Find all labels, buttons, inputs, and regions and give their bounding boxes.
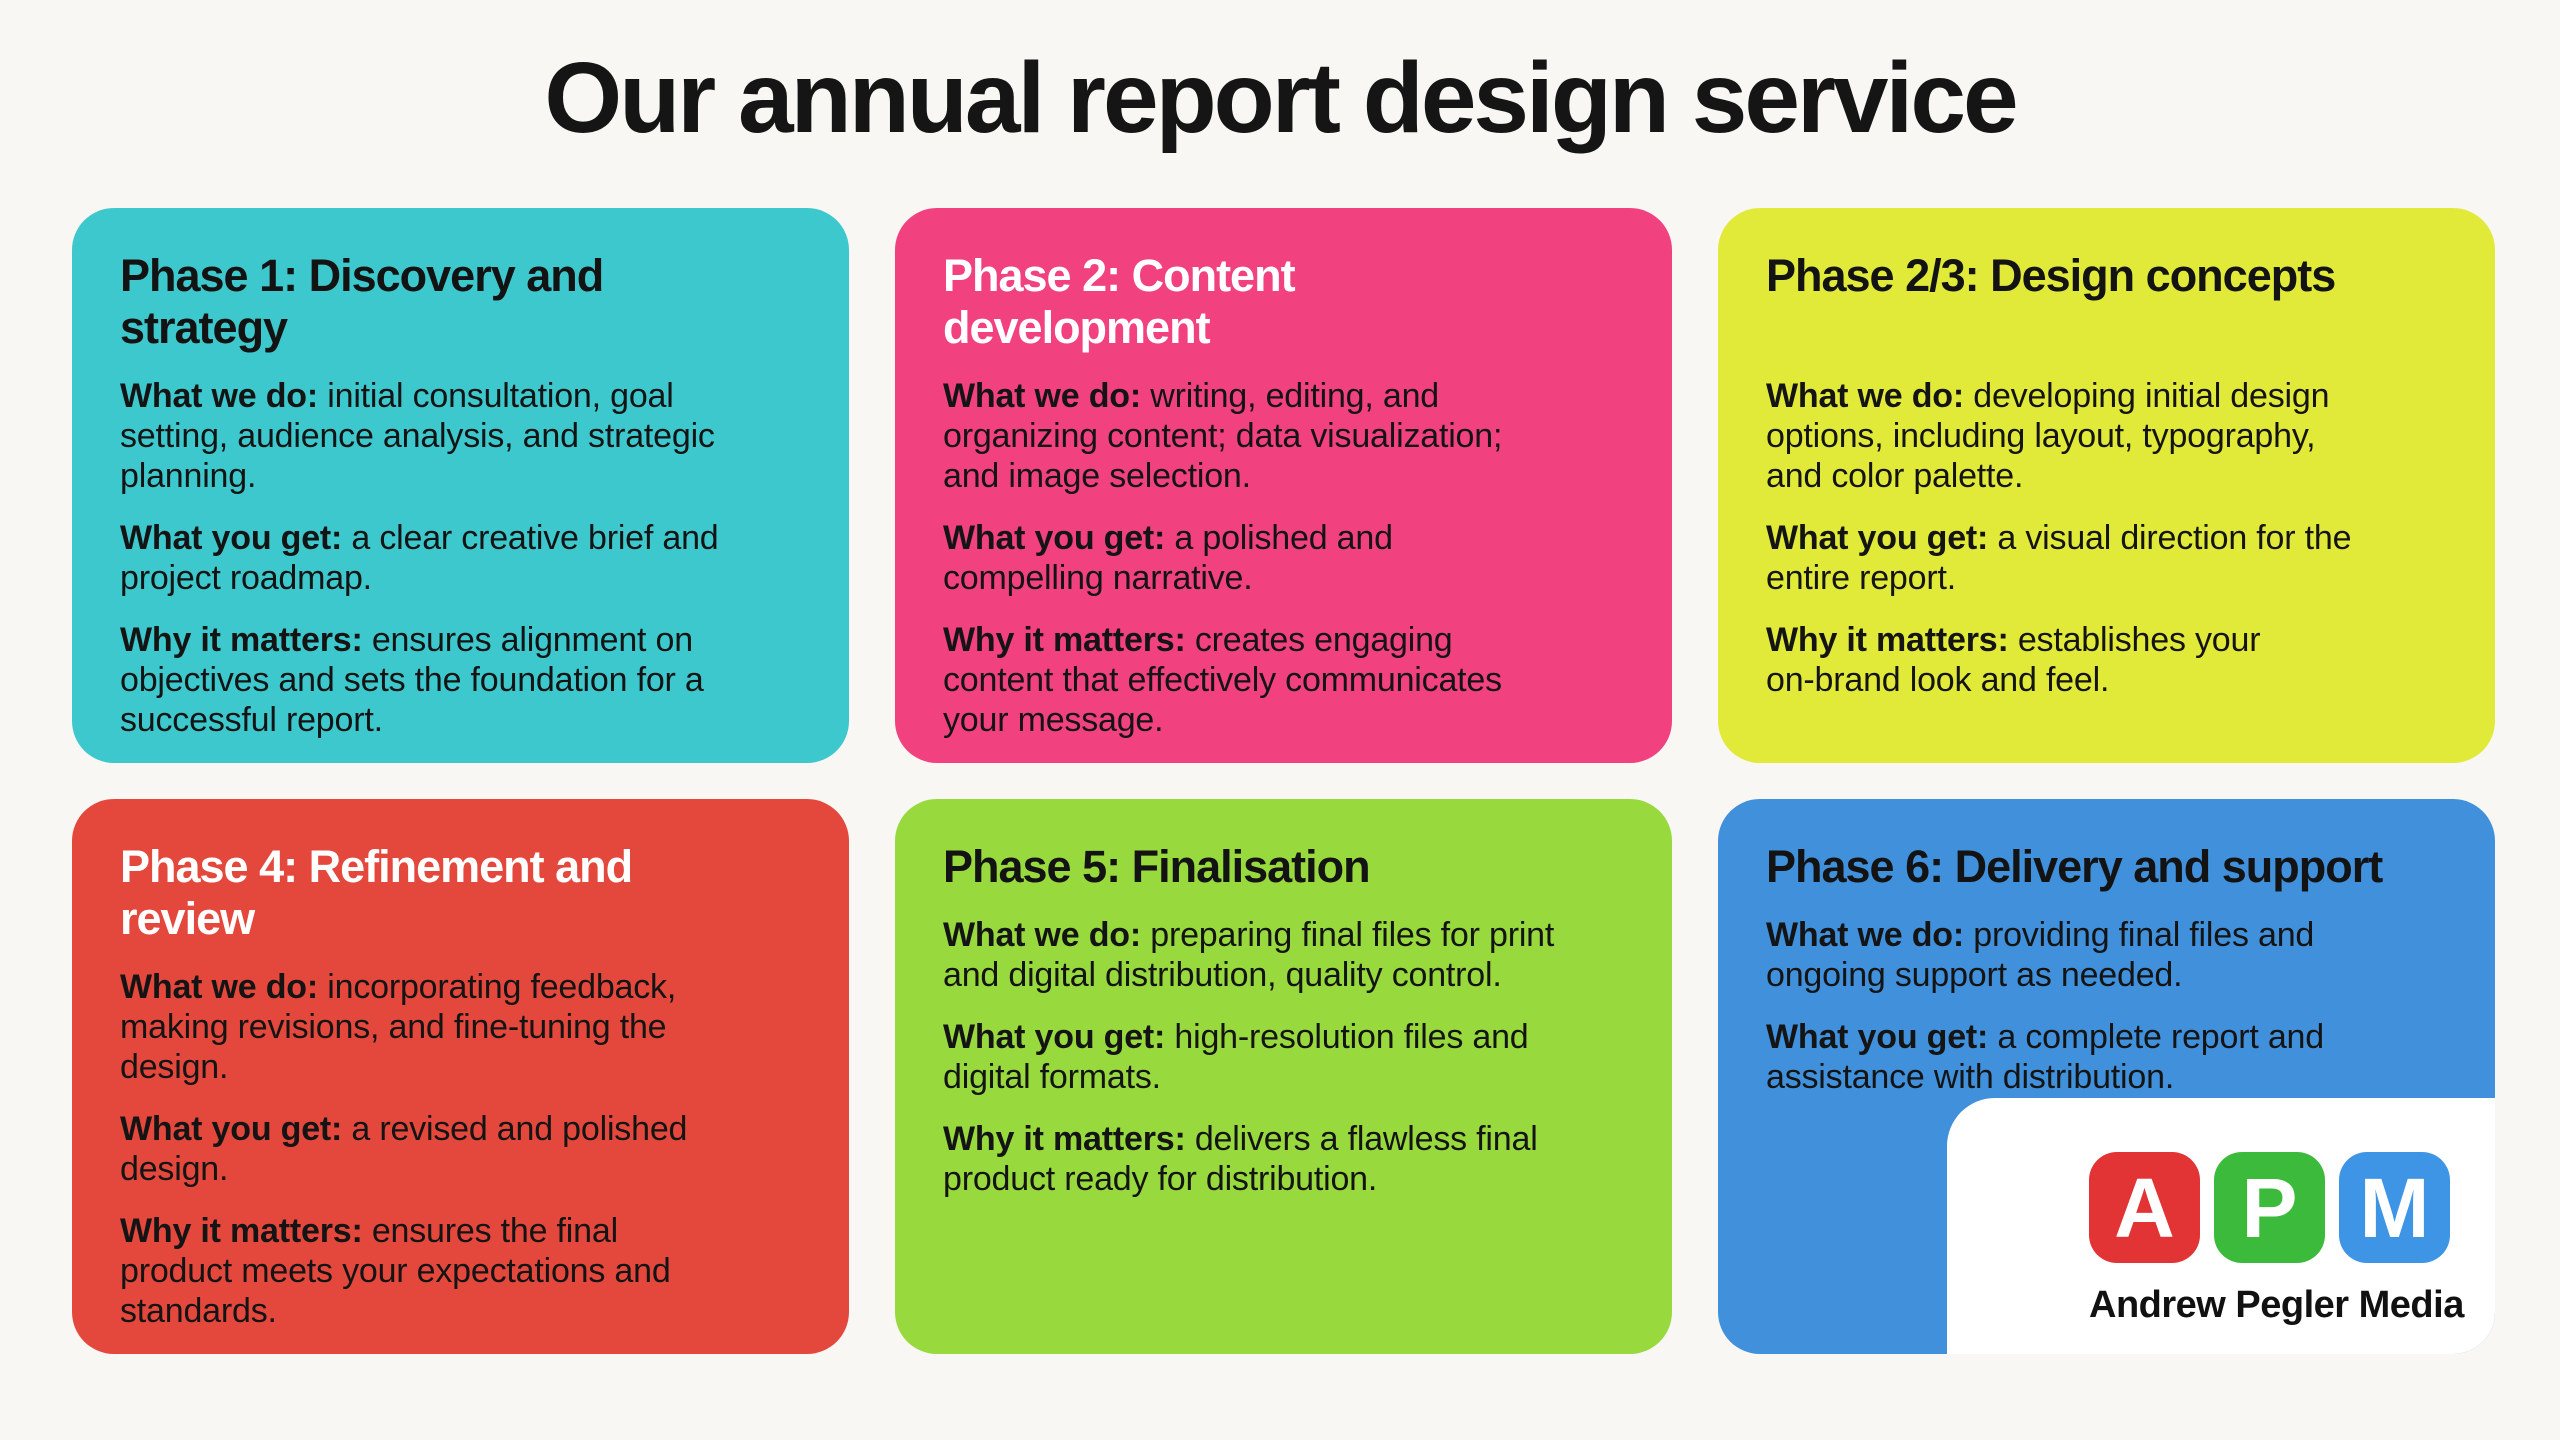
phase-card-5: Phase 5: Finalisation What we do: prepar…: [895, 799, 1672, 1354]
item-text: ensures alignment on objectives and sets…: [120, 621, 704, 739]
what-you-get-item: What you get: high-resolution files and …: [943, 1017, 1624, 1097]
item-text: incorporating feedback, making revisions…: [120, 968, 677, 1086]
card-heading: Phase 4: Refinement and review: [120, 841, 633, 944]
phase-card-4: Phase 4: Refinement and review What we d…: [72, 799, 849, 1354]
item-label: Why it matters:: [943, 621, 1186, 659]
logo-tile-a: A: [2089, 1152, 2200, 1263]
why-it-matters-item: Why it matters: ensures the final produc…: [120, 1211, 801, 1331]
item-text: writing, editing, and organizing content…: [943, 377, 1503, 495]
card-heading: Phase 5: Finalisation: [943, 841, 1371, 892]
infographic-page: { "page": { "bg": "#F8F7F4", "title": "O…: [0, 44, 2560, 1440]
what-you-get-item: What you get: a complete report and assi…: [1766, 1017, 2447, 1097]
logo-tile-p: P: [2214, 1152, 2325, 1263]
item-label: What you get:: [120, 519, 343, 557]
item-text: a revised and polished design.: [120, 1110, 688, 1188]
page-title: Our annual report design service: [544, 42, 2018, 154]
item-label: What you get:: [943, 1018, 1166, 1056]
item-label: What we do:: [943, 377, 1141, 415]
phase-card-1: Phase 1: Discovery and strategy What we …: [72, 208, 849, 763]
item-text: providing final files and ongoing suppor…: [1766, 916, 2315, 994]
logo-badge: A P M Andrew Pegler Media: [1947, 1098, 2495, 1354]
item-label: Why it matters:: [1766, 621, 2009, 659]
why-it-matters-item: Why it matters: establishes your on-bran…: [1766, 620, 2447, 700]
phase-card-2-3: Phase 2/3: Design concepts What we do: d…: [1718, 208, 2495, 763]
item-text: a polished and compelling narrative.: [943, 519, 1393, 597]
item-text: ensures the final product meets your exp…: [120, 1212, 671, 1330]
logo-tiles: A P M: [2089, 1152, 2495, 1263]
what-we-do-item: What we do: incorporating feedback, maki…: [120, 967, 801, 1087]
item-text: a clear creative brief and project roadm…: [120, 519, 719, 597]
item-text: developing initial design options, inclu…: [1766, 377, 2330, 495]
item-text: a complete report and assistance with di…: [1766, 1018, 2324, 1096]
item-label: What you get:: [1766, 1018, 1989, 1056]
brand-name: Andrew Pegler Media: [2089, 1284, 2464, 1326]
card-heading: Phase 2/3: Design concepts: [1766, 250, 2336, 301]
logo-letter-a: A: [2114, 1160, 2175, 1255]
why-it-matters-item: Why it matters: ensures alignment on obj…: [120, 620, 801, 740]
card-heading: Phase 1: Discovery and strategy: [120, 250, 604, 353]
item-text: a visual direction for the entire report…: [1766, 519, 2352, 597]
logo-letter-m: M: [2359, 1160, 2430, 1255]
phase-card-2: Phase 2: Content development What we do:…: [895, 208, 1672, 763]
logo-letter-p: P: [2241, 1160, 2298, 1255]
item-label: What you get:: [1766, 519, 1989, 557]
what-we-do-item: What we do: writing, editing, and organi…: [943, 376, 1624, 496]
what-you-get-item: What you get: a polished and compelling …: [943, 518, 1624, 598]
item-text: delivers a flawless final product ready …: [943, 1120, 1538, 1198]
item-label: Why it matters:: [943, 1120, 1186, 1158]
item-label: Why it matters:: [120, 1212, 363, 1250]
item-text: initial consultation, goal setting, audi…: [120, 377, 715, 495]
item-label: What we do:: [120, 377, 318, 415]
what-we-do-item: What we do: preparing final files for pr…: [943, 915, 1624, 995]
item-text: high-resolution files and digital format…: [943, 1018, 1529, 1096]
what-we-do-item: What we do: providing final files and on…: [1766, 915, 2447, 995]
what-we-do-item: What we do: initial consultation, goal s…: [120, 376, 801, 496]
card-heading: Phase 6: Delivery and support: [1766, 841, 2383, 892]
item-label: What you get:: [120, 1110, 343, 1148]
item-label: What we do:: [1766, 916, 1964, 954]
what-you-get-item: What you get: a revised and polished des…: [120, 1109, 801, 1189]
item-label: What we do:: [943, 916, 1141, 954]
item-text: preparing final files for print and digi…: [943, 916, 1555, 994]
what-you-get-item: What you get: a clear creative brief and…: [120, 518, 801, 598]
item-text: establishes your on-brand look and feel.: [1766, 621, 2261, 699]
item-label: What we do:: [1766, 377, 1964, 415]
logo-tile-m: M: [2339, 1152, 2450, 1263]
item-label: What you get:: [943, 519, 1166, 557]
what-you-get-item: What you get: a visual direction for the…: [1766, 518, 2447, 598]
why-it-matters-item: Why it matters: creates engaging content…: [943, 620, 1624, 740]
phase-card-grid: Phase 1: Discovery and strategy What we …: [0, 208, 2560, 1354]
phase-card-6: Phase 6: Delivery and support What we do…: [1718, 799, 2495, 1354]
what-we-do-item: What we do: developing initial design op…: [1766, 376, 2447, 496]
item-label: Why it matters:: [120, 621, 363, 659]
card-heading: Phase 2: Content development: [943, 250, 1296, 353]
item-label: What we do:: [120, 968, 318, 1006]
why-it-matters-item: Why it matters: delivers a flawless fina…: [943, 1119, 1624, 1199]
item-text: creates engaging content that effectivel…: [943, 621, 1502, 739]
